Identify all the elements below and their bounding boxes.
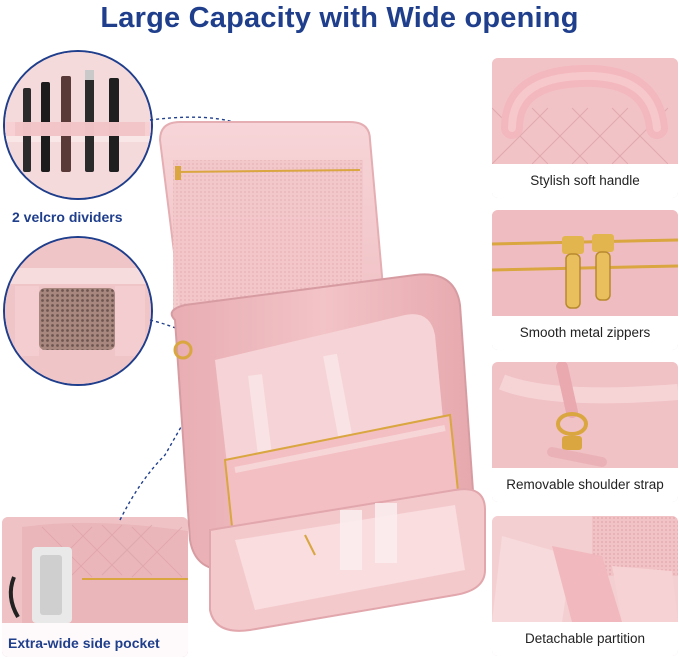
feature-handle-caption: Stylish soft handle [492,164,678,198]
side-pocket-photo [2,517,188,657]
mesh-pocket-illustration [5,238,151,384]
feature-zippers-panel: Smooth metal zippers [492,210,678,350]
side-pocket-caption-bar [2,623,188,657]
connector-side-pocket [119,419,186,521]
mesh-pocket-photo [3,236,153,386]
page-title: Large Capacity with Wide opening [100,2,579,34]
strap-illustration [492,362,678,468]
partition-illustration [492,516,678,622]
feature-strap-panel: Removable shoulder strap [492,362,678,502]
feature-strap-caption: Removable shoulder strap [492,468,678,502]
feature-zippers-caption: Smooth metal zippers [492,316,678,350]
side-pocket-label: Extra-wide side pocket [8,635,160,651]
zippers-illustration [492,210,678,316]
product-bag-image [155,110,490,660]
velcro-dividers-photo [3,50,153,200]
feature-partition-panel: Detachable partition [492,516,678,656]
brushes-illustration [5,52,151,198]
velcro-dividers-label: 2 velcro dividers [12,209,123,225]
bag-illustration [158,121,486,632]
feature-partition-caption: Detachable partition [492,622,678,656]
feature-handle-panel: Stylish soft handle [492,58,678,198]
handle-illustration [492,58,678,164]
